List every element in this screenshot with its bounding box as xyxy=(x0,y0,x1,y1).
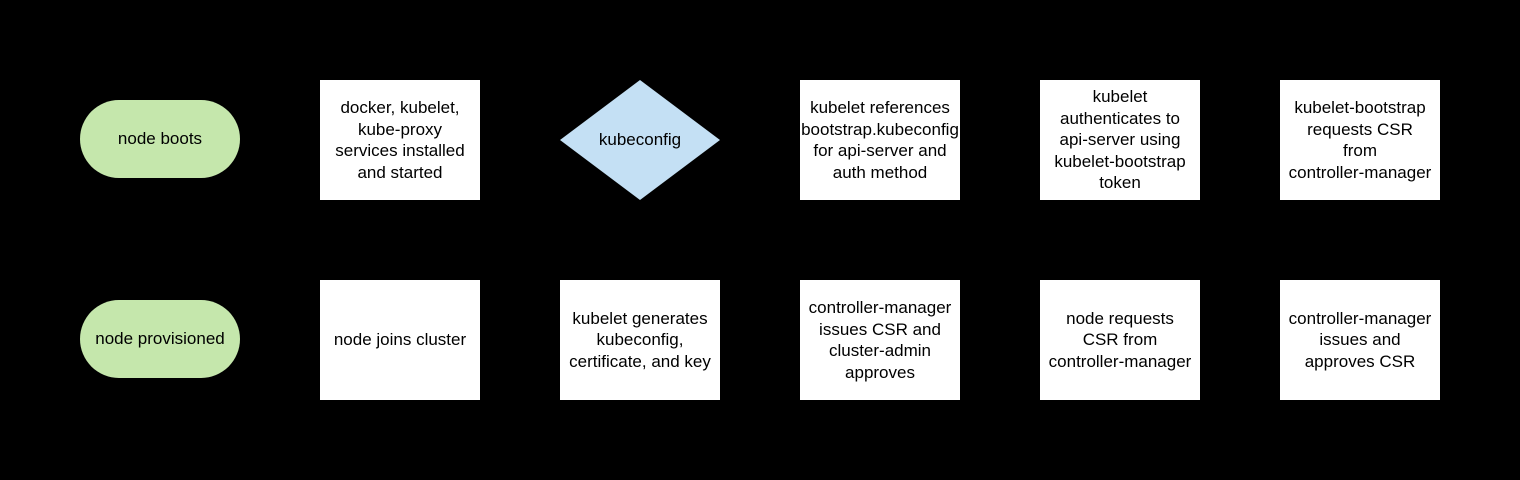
process-cm-issues-csr-admin-approves: controller-manager issues CSR and cluste… xyxy=(800,280,960,400)
terminator-node-provisioned: node provisioned xyxy=(80,300,240,378)
process-kubelet-bootstrap-requests-csr: kubelet-bootstrap requests CSR from cont… xyxy=(1280,80,1440,200)
process-node-requests-csr: node requests CSR from controller-manage… xyxy=(1040,280,1200,400)
process-kubelet-references-bootstrap: kubelet references bootstrap.kubeconfig … xyxy=(800,80,960,200)
process-cm-issues-and-approves-csr: controller-manager issues and approves C… xyxy=(1280,280,1440,400)
process-services-installed-label: docker, kubelet, kube-proxy services ins… xyxy=(335,98,465,182)
terminator-node-boots-label: node boots xyxy=(117,129,203,149)
process-node-requests-csr-label: node requests CSR from controller-manage… xyxy=(1048,308,1192,371)
process-kubelet-generates-kubeconfig-label: kubelet generates kubeconfig, certificat… xyxy=(569,308,711,371)
decision-kubeconfig-label: kubeconfig xyxy=(598,130,682,150)
process-kubelet-bootstrap-requests-csr-label: kubelet-bootstrap requests CSR from cont… xyxy=(1288,98,1432,182)
terminator-node-provisioned-label: node provisioned xyxy=(95,329,225,349)
terminator-node-boots: node boots xyxy=(80,100,240,178)
process-kubelet-authenticates: kubelet authenticates to api-server usin… xyxy=(1040,80,1200,200)
process-node-joins-cluster: node joins cluster xyxy=(320,280,480,400)
process-node-joins-cluster-label: node joins cluster xyxy=(333,330,467,350)
process-kubelet-references-bootstrap-label: kubelet references bootstrap.kubeconfig … xyxy=(801,98,959,182)
process-kubelet-authenticates-label: kubelet authenticates to api-server usin… xyxy=(1054,87,1186,193)
decision-kubeconfig: kubeconfig xyxy=(560,80,720,200)
process-kubelet-generates-kubeconfig: kubelet generates kubeconfig, certificat… xyxy=(560,280,720,400)
process-cm-issues-and-approves-csr-label: controller-manager issues and approves C… xyxy=(1288,308,1432,371)
process-services-installed: docker, kubelet, kube-proxy services ins… xyxy=(320,80,480,200)
process-cm-issues-csr-admin-approves-label: controller-manager issues CSR and cluste… xyxy=(808,298,952,382)
